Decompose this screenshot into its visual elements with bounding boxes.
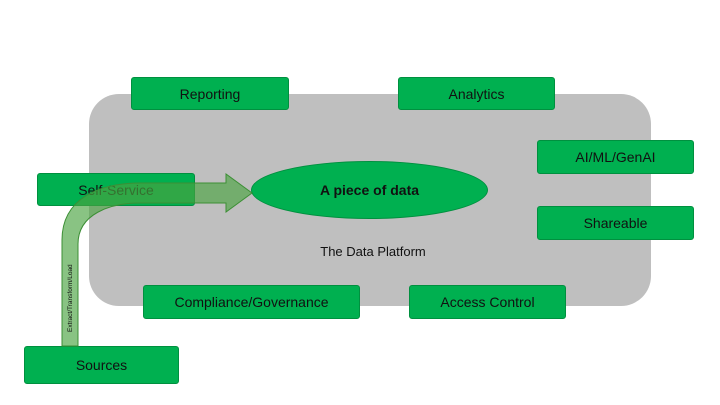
shareable-node: Shareable (537, 206, 694, 240)
ai-ml-genai-node: AI/ML/GenAI (537, 140, 694, 174)
access-control-node: Access Control (409, 285, 566, 319)
sources-node: Sources (24, 346, 179, 384)
data-piece-label: A piece of data (319, 182, 420, 198)
analytics-label: Analytics (448, 85, 505, 102)
data-piece-ellipse: A piece of data (251, 161, 488, 219)
compliance-governance-node: Compliance/Governance (143, 285, 360, 319)
platform-label: The Data Platform (320, 244, 426, 259)
reporting-label: Reporting (179, 85, 241, 102)
shareable-label: Shareable (583, 215, 648, 231)
etl-arrow-shape (61, 173, 253, 347)
reporting-node: Reporting (131, 77, 289, 110)
analytics-node: Analytics (398, 77, 555, 110)
compliance-governance-label: Compliance/Governance (174, 294, 329, 310)
etl-arrow-label: Extract/Transform/Load (67, 264, 74, 332)
access-control-label: Access Control (440, 294, 535, 310)
sources-label: Sources (75, 357, 128, 373)
ai-ml-genai-label: AI/ML/GenAI (575, 149, 656, 165)
